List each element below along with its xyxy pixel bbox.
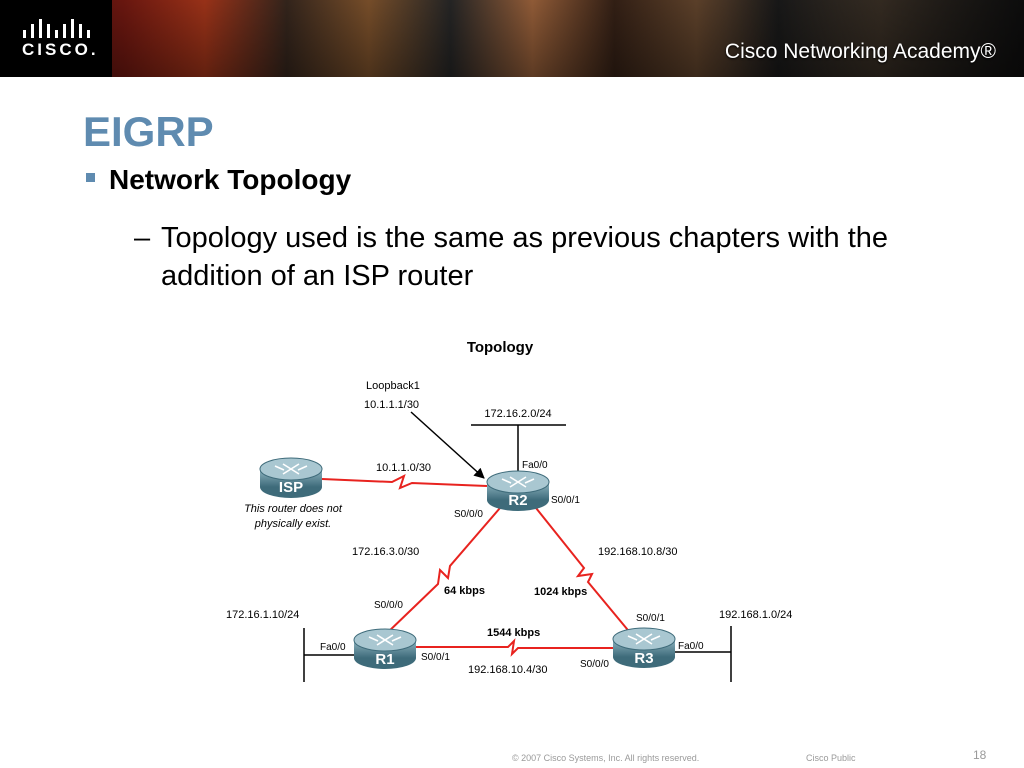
link-isp-r2-network: 10.1.1.0/30 bbox=[376, 462, 431, 474]
header-banner: CISCO. Cisco Networking Academy® bbox=[0, 0, 1024, 77]
router-r3-label: R3 bbox=[634, 650, 653, 667]
lan-r2-network: 172.16.2.0/24 bbox=[484, 408, 551, 420]
academy-title: Cisco Networking Academy® bbox=[724, 40, 996, 63]
serial-link-isp-r2 bbox=[321, 474, 488, 490]
bullet-level2-text: Topology used is the same as previous ch… bbox=[161, 222, 889, 292]
page-number: 18 bbox=[973, 748, 987, 762]
speed-r2-r3: 1024 kbps bbox=[534, 586, 587, 598]
cisco-logo-text: CISCO. bbox=[22, 40, 99, 59]
r3-fa00: Fa0/0 bbox=[678, 641, 704, 652]
r2-fa00: Fa0/0 bbox=[522, 460, 548, 471]
speed-r1-r3: 1544 kbps bbox=[487, 627, 540, 639]
diagram-title: Topology bbox=[467, 339, 534, 356]
router-r1: R1 bbox=[353, 628, 417, 669]
r2-s000: S0/0/0 bbox=[454, 509, 483, 520]
link-r1-r3-network: 192.168.10.4/30 bbox=[468, 664, 548, 676]
lan-r1-network: 172.16.1.10/24 bbox=[226, 609, 299, 621]
bullet-level2: – Topology used is the same as previous … bbox=[134, 219, 934, 295]
bullet-square-icon bbox=[86, 173, 95, 183]
cisco-bars-icon bbox=[23, 19, 90, 38]
isp-note-line2: physically exist. bbox=[254, 518, 331, 530]
serial-link-r1-r3 bbox=[410, 638, 615, 657]
r1-s001: S0/0/1 bbox=[421, 652, 450, 663]
bullet-level1-text: Network Topology bbox=[109, 164, 352, 195]
loopback-arrow bbox=[410, 411, 485, 479]
link-r2-r3-network: 192.168.10.8/30 bbox=[598, 546, 678, 558]
isp-note-line1: This router does not bbox=[244, 503, 343, 515]
r1-fa00: Fa0/0 bbox=[320, 642, 346, 653]
slide-title: EIGRP bbox=[83, 108, 214, 155]
loopback-address: 10.1.1.1/30 bbox=[364, 399, 419, 411]
lan-r3-network: 192.168.1.0/24 bbox=[719, 609, 792, 621]
r2-s001: S0/0/1 bbox=[551, 495, 580, 506]
link-r1-r2-network: 172.16.3.0/30 bbox=[352, 546, 419, 558]
router-r2: R2 bbox=[486, 470, 550, 511]
loopback-name: Loopback1 bbox=[366, 380, 420, 392]
cisco-logo: CISCO. bbox=[0, 0, 112, 77]
router-r1-label: R1 bbox=[375, 651, 394, 668]
bullet-level1: Network Topology bbox=[86, 164, 351, 196]
r3-s000: S0/0/0 bbox=[580, 659, 609, 670]
router-isp-label: ISP bbox=[279, 479, 303, 496]
router-isp: ISP bbox=[259, 457, 323, 498]
r3-s001: S0/0/1 bbox=[636, 613, 665, 624]
speed-r1-r2: 64 kbps bbox=[444, 585, 485, 597]
serial-link-r1-r2 bbox=[384, 507, 501, 636]
banner-right-shade bbox=[724, 0, 1024, 77]
footer-copyright: © 2007 Cisco Systems, Inc. All rights re… bbox=[512, 753, 700, 763]
footer-label: Cisco Public bbox=[806, 753, 856, 763]
router-r2-label: R2 bbox=[508, 492, 527, 509]
router-r3: R3 bbox=[612, 627, 676, 668]
r1-s000: S0/0/0 bbox=[374, 600, 403, 611]
bullet-dash: – bbox=[134, 222, 151, 254]
serial-link-r2-r3 bbox=[535, 507, 633, 636]
